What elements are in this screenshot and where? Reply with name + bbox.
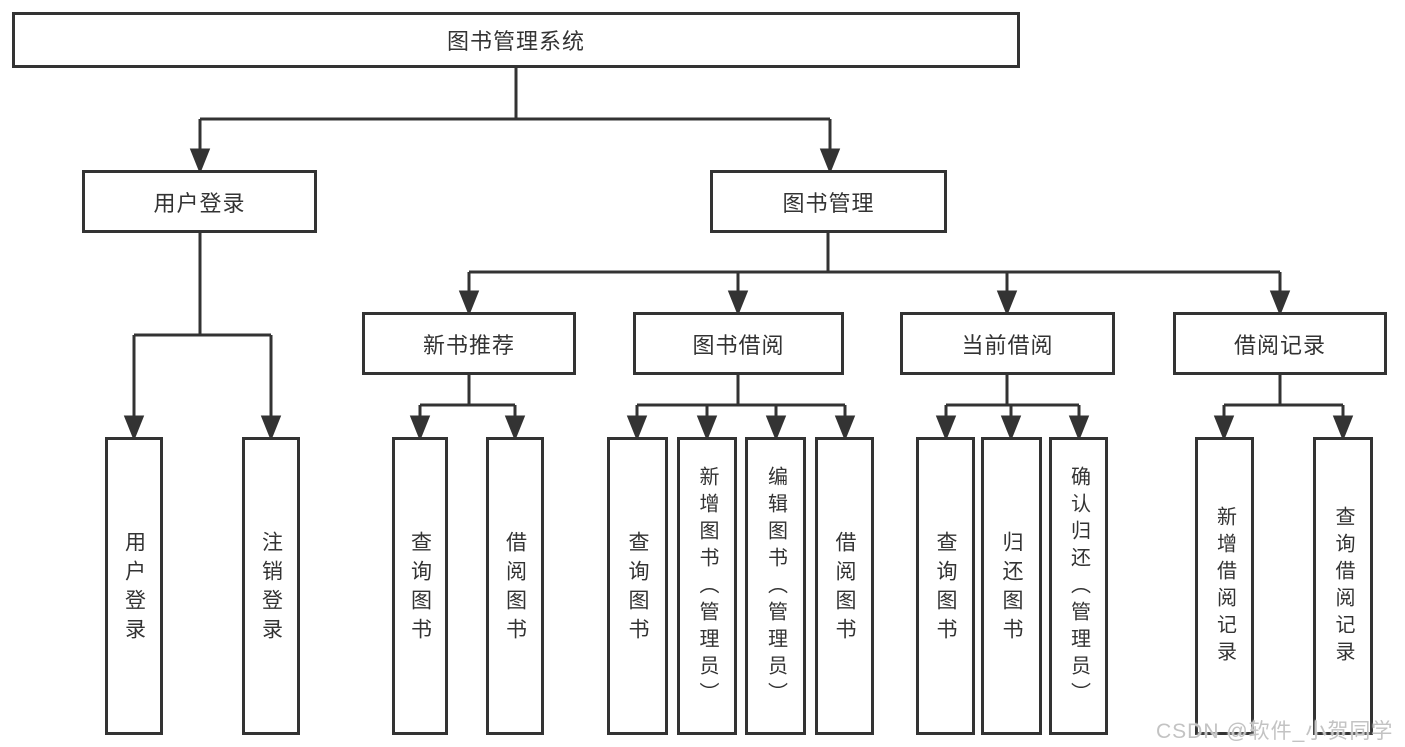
leaf-query-borrow-record: 查询借阅记录: [1313, 437, 1373, 735]
leaf-user-login: 用户登录: [105, 437, 163, 735]
leaf-borrow-book-1: 借阅图书: [486, 437, 544, 735]
leaf-logout: 注销登录: [242, 437, 300, 735]
node-new-book-recommend: 新书推荐: [362, 312, 576, 375]
node-user-login: 用户登录: [82, 170, 317, 233]
node-root: 图书管理系统: [12, 12, 1020, 68]
leaf-query-book-2: 查询图书: [607, 437, 668, 735]
leaf-borrow-book-2: 借阅图书: [815, 437, 874, 735]
leaf-query-book-3: 查询图书: [916, 437, 975, 735]
node-book-management: 图书管理: [710, 170, 947, 233]
leaf-return-book: 归还图书: [981, 437, 1042, 735]
leaf-add-book-admin: 新增图书（管理员）: [677, 437, 737, 735]
node-borrow-records: 借阅记录: [1173, 312, 1387, 375]
node-current-borrow: 当前借阅: [900, 312, 1115, 375]
leaf-add-borrow-record: 新增借阅记录: [1195, 437, 1254, 735]
leaf-query-book-1: 查询图书: [392, 437, 448, 735]
csdn-watermark: CSDN @软件_小贺同学: [1156, 720, 1394, 743]
leaf-confirm-return-admin: 确认归还（管理员）: [1049, 437, 1108, 735]
leaf-edit-book-admin: 编辑图书（管理员）: [745, 437, 806, 735]
node-book-borrow: 图书借阅: [633, 312, 844, 375]
